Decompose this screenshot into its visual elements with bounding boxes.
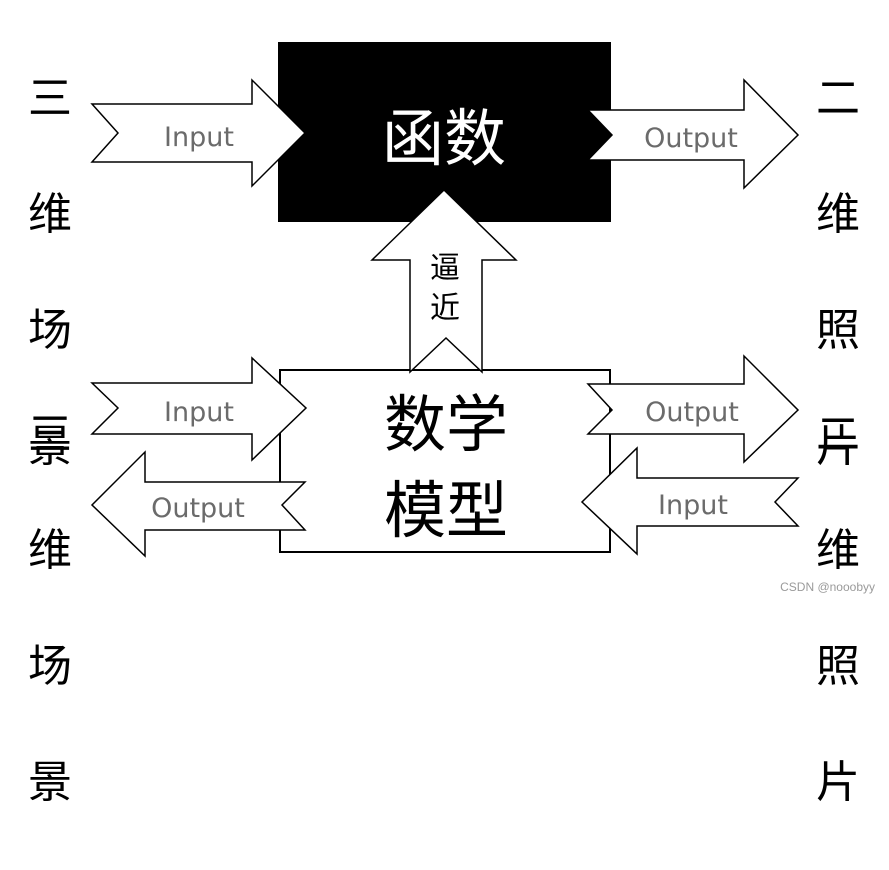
top-output-arrow-label: Output bbox=[644, 123, 738, 154]
bottom-left-input-arrow-label: Input bbox=[164, 397, 234, 428]
bottom-right-input-arrow bbox=[580, 446, 800, 556]
label-char: 景 bbox=[28, 757, 72, 808]
top-input-arrow-label: Input bbox=[164, 122, 234, 153]
label-char: 三 bbox=[28, 409, 72, 460]
bottom-left-output-arrow bbox=[90, 450, 307, 558]
top-right-label-2d-photo: 二 维 照 片 bbox=[808, 12, 868, 534]
label-char: 二 bbox=[816, 409, 860, 460]
label-char: 维 bbox=[28, 189, 72, 240]
top-input-arrow bbox=[90, 78, 307, 188]
approach-arrow-char-2: 近 bbox=[430, 291, 460, 326]
bottom-right-output-arrow bbox=[586, 354, 800, 464]
label-char: 二 bbox=[816, 73, 860, 124]
label-char: 三 bbox=[28, 73, 72, 124]
label-char: 维 bbox=[816, 525, 860, 576]
math-model-label-line-1: 数学 bbox=[384, 388, 508, 461]
label-char: 维 bbox=[28, 525, 72, 576]
label-char: 景 bbox=[28, 421, 72, 472]
bottom-right-input-arrow-label: Input bbox=[658, 490, 728, 521]
math-model-label-line-2: 模型 bbox=[384, 474, 508, 547]
label-char: 照 bbox=[816, 305, 860, 356]
label-char: 维 bbox=[816, 189, 860, 240]
top-left-label-3d-scene: 三 维 场 景 bbox=[20, 12, 80, 534]
top-output-arrow bbox=[586, 78, 800, 190]
bottom-left-input-arrow bbox=[90, 356, 308, 462]
math-model-box bbox=[279, 369, 611, 553]
approach-arrow-char-1: 逼 bbox=[430, 251, 460, 286]
label-char: 场 bbox=[28, 305, 72, 356]
function-box-label: 函数 bbox=[382, 102, 506, 175]
watermark: CSDN @nooobyy bbox=[780, 580, 875, 594]
label-char: 片 bbox=[816, 757, 860, 808]
bottom-right-output-arrow-label: Output bbox=[645, 397, 739, 428]
label-char: 场 bbox=[28, 641, 72, 692]
label-char: 片 bbox=[816, 421, 860, 472]
label-char: 照 bbox=[816, 641, 860, 692]
approach-arrow bbox=[370, 188, 518, 374]
diagram-canvas: 函数 Input Output 逼 近 数学 模型 Input Output O… bbox=[90, 42, 800, 558]
bottom-left-output-arrow-label: Output bbox=[151, 493, 245, 524]
